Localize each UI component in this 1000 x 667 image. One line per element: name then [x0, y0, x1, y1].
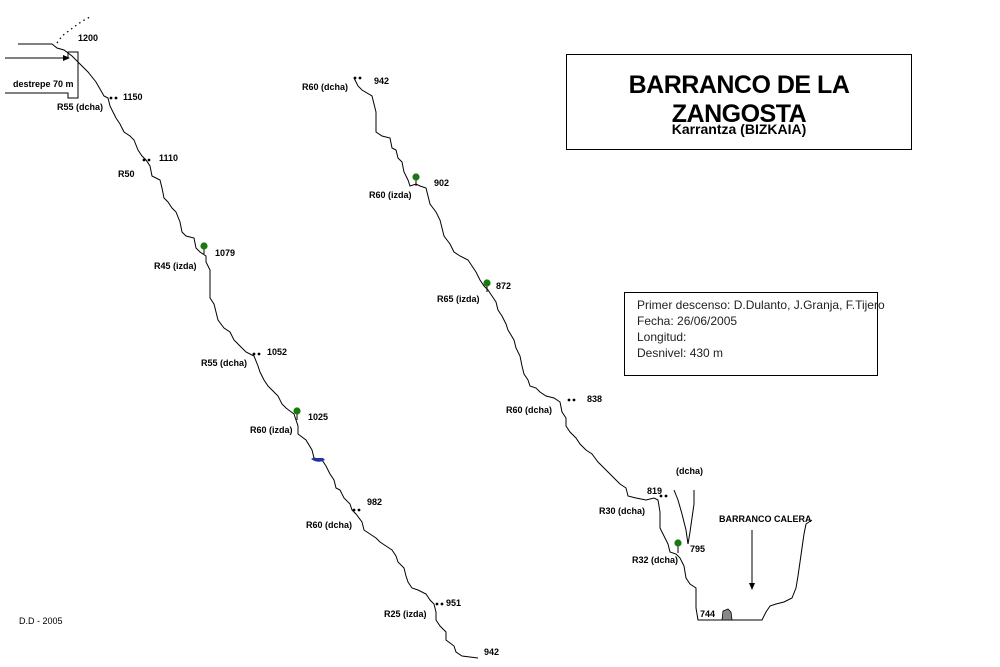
tree-icon [293, 407, 301, 415]
pool-icon [311, 458, 325, 462]
anchor-bolt [358, 76, 362, 80]
altitude-label: 982 [367, 497, 382, 507]
canyon-profile-section-1 [18, 43, 479, 659]
info-first-descent: Primer descenso: D.Dulanto, J.Granja, F.… [637, 298, 885, 312]
tree-icon [483, 279, 491, 287]
rappel-label: R60 (izda) [250, 425, 293, 435]
tributary-arrow-head [749, 583, 755, 590]
altitude-label: 1150 [123, 92, 143, 102]
rappel-label: R32 (dcha) [632, 555, 678, 565]
canyon-title: BARRANCO DE LA ZANGOSTA [628, 71, 850, 128]
canyon-location: Karrantza (BIZKAIA) [671, 121, 807, 137]
altitude-label: 795 [690, 544, 705, 554]
rappel-label: R60 (dcha) [302, 82, 348, 92]
anchor-bolt [352, 508, 356, 512]
altitude-label: 1052 [267, 347, 287, 357]
altitude-label: 838 [587, 394, 602, 404]
tree-anchor-872 [483, 279, 491, 292]
anchor-bolt [114, 96, 118, 100]
info-date: Fecha: 26/06/2005 [637, 314, 738, 328]
altitude-label: 942 [374, 76, 389, 86]
tree-anchor-902 [412, 173, 420, 186]
anchor-bolt [440, 602, 444, 606]
downclimb-label: destrepe 70 m [13, 79, 74, 89]
tree-anchor-1079 [200, 242, 208, 254]
altitude-label: 819 [647, 486, 662, 496]
info-box: Primer descenso: D.Dulanto, J.Granja, F.… [624, 292, 885, 376]
altitude-label: 1110 [159, 153, 178, 163]
altitude-label: 951 [446, 598, 461, 608]
altitude-label: 872 [496, 281, 511, 291]
anchor-bolt [252, 352, 256, 356]
side-branch-left [673, 489, 689, 545]
altitude-label: 744 [700, 609, 715, 619]
rappel-label: R55 (dcha) [201, 358, 247, 368]
downclimb-arrow [5, 51, 79, 99]
tributary-label: BARRANCO CALERA [719, 514, 812, 524]
title-box: BARRANCO DE LA ZANGOSTA Karrantza (BIZKA… [566, 54, 912, 150]
rappel-label: R65 (izda) [437, 294, 480, 304]
downclimb-arrow-head [63, 55, 70, 61]
info-elevation-drop: Desnivel: 430 m [637, 346, 724, 360]
rappel-label: R60 (izda) [369, 190, 412, 200]
altitude-label: 942 [484, 647, 499, 657]
anchor-bolt [257, 352, 261, 356]
rappel-label: R30 (dcha) [599, 506, 645, 516]
side-branch-right [687, 490, 695, 545]
anchor-bolts [109, 76, 668, 606]
rappel-label: R25 (izda) [384, 609, 427, 619]
anchor-bolt [567, 398, 571, 402]
info-length: Longitud: [637, 330, 687, 344]
side-branch-label: (dcha) [676, 466, 703, 476]
rappel-label: R60 (dcha) [306, 520, 352, 530]
tree-icon [674, 539, 682, 547]
tree-anchor-1025 [293, 407, 301, 420]
rock-icon [721, 608, 733, 621]
author-credit: D.D - 2005 [19, 616, 63, 626]
anchor-bolt [664, 494, 668, 498]
rappel-label: R55 (dcha) [57, 102, 103, 112]
rappel-label: R50 [118, 169, 135, 179]
anchor-bolt [142, 158, 146, 162]
altitude-label: 1079 [215, 248, 235, 258]
tree-icon [200, 242, 208, 250]
altitude-label: 1200 [78, 33, 98, 43]
anchor-bolt [147, 158, 151, 162]
anchor-bolt [572, 398, 576, 402]
anchor-bolt [435, 602, 439, 606]
rappel-label: R45 (izda) [154, 261, 197, 271]
anchor-bolt [659, 494, 663, 498]
rappel-label: R60 (dcha) [506, 405, 552, 415]
altitude-label: 902 [434, 178, 449, 188]
anchor-bolt [353, 76, 357, 80]
tree-anchor-795 [674, 539, 682, 553]
altitude-label: 1025 [308, 412, 328, 422]
tree-icon [412, 173, 420, 181]
anchor-bolt [109, 96, 113, 100]
anchor-bolt [357, 508, 361, 512]
canyon-profile-section-2 [353, 77, 813, 621]
